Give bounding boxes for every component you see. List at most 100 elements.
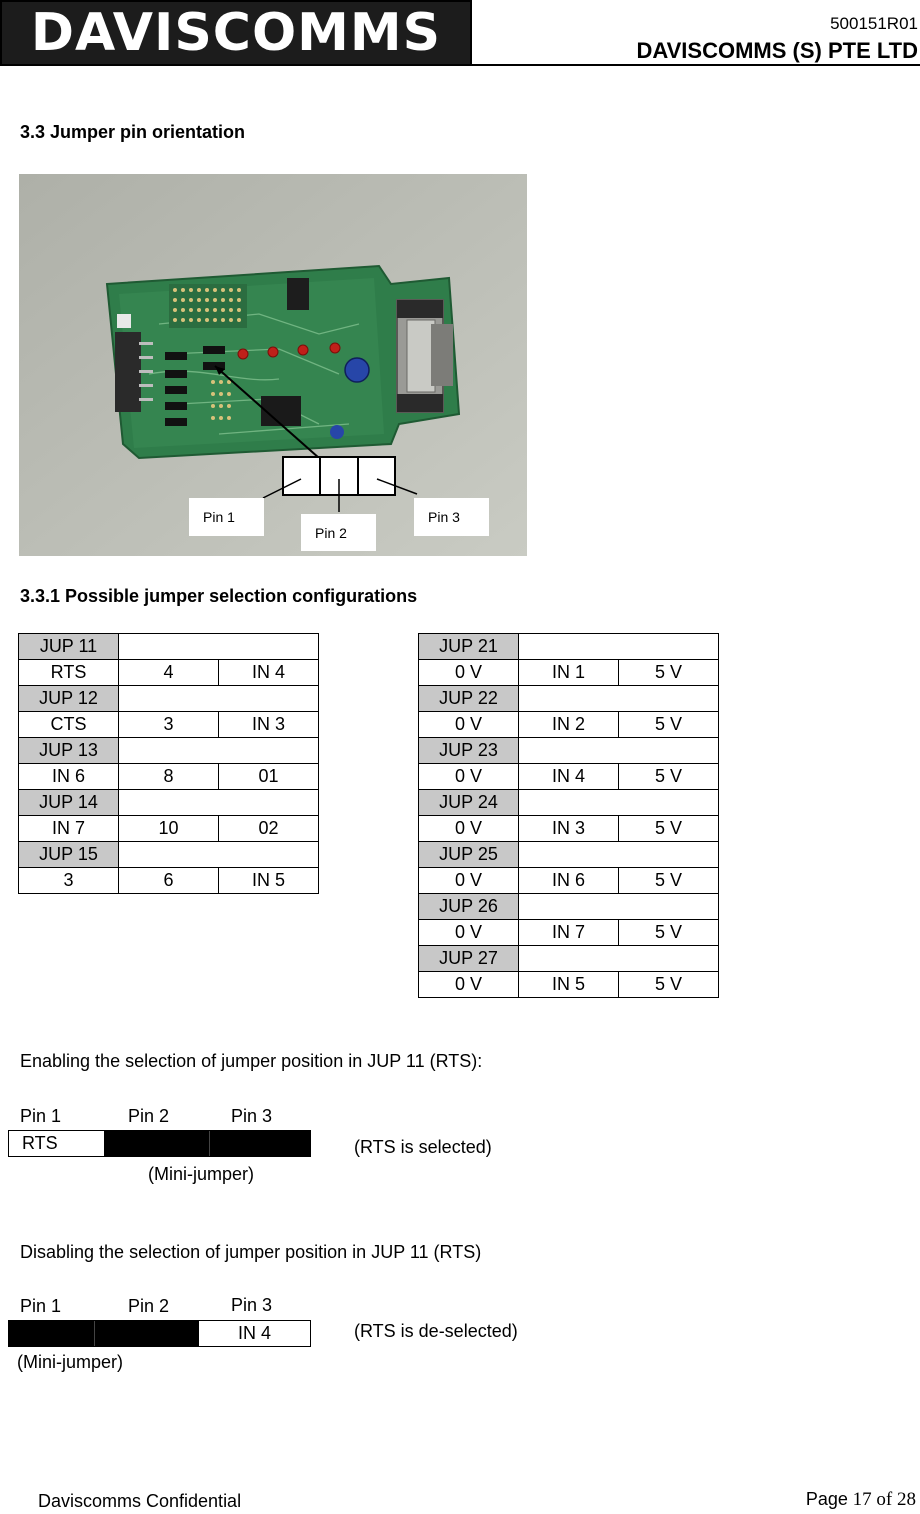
company-name: DAVISCOMMS (S) PTE LTD [636, 38, 918, 63]
right-header-row: JUP 27 [418, 945, 719, 972]
pin-2-value: 4 [118, 659, 219, 686]
right-header-row: JUP 23 [418, 737, 719, 764]
enable-pin2-jumper [105, 1131, 210, 1156]
pin-1-value: CTS [18, 711, 119, 738]
header-blank [518, 633, 719, 660]
disable-jumper-diagram: IN 4 [8, 1320, 311, 1347]
header-blank [118, 737, 319, 764]
right-header-row: JUP 25 [418, 841, 719, 868]
left-header-row: JUP 13 [18, 737, 319, 764]
pin-3-value: IN 3 [218, 711, 319, 738]
pin-1-value: 0 V [418, 867, 519, 894]
enable-pin3-jumper [210, 1131, 310, 1156]
page-of: of [876, 1489, 893, 1510]
pin-1-value: 0 V [418, 919, 519, 946]
section-title: 3.3 Jumper pin orientation [20, 122, 246, 142]
pin-1-value: RTS [18, 659, 119, 686]
pin-2-value: 10 [118, 815, 219, 842]
pin-3-value: 01 [218, 763, 319, 790]
subsection-title: 3.3.1 Possible jumper selection configur… [20, 586, 418, 606]
board-photo [19, 174, 527, 556]
enable-pin2-label: Pin 2 [128, 1106, 170, 1126]
pin-2-value: IN 3 [518, 815, 619, 842]
disable-note: (RTS is de-selected) [354, 1321, 518, 1341]
pin-1-value: IN 7 [18, 815, 119, 842]
enable-jumper-diagram: RTS [8, 1130, 311, 1157]
pin-3-value: 5 V [618, 763, 719, 790]
pin-2-value: IN 5 [518, 971, 619, 998]
enable-pin1-label: Pin 1 [20, 1106, 62, 1126]
left-header-row: JUP 12 [18, 685, 319, 712]
pin-3-value: 5 V [618, 659, 719, 686]
header-blank [518, 841, 719, 868]
pin-1-value: IN 6 [18, 763, 119, 790]
pin3-callout: Pin 3 [414, 498, 489, 536]
jumper-name: JUP 27 [418, 945, 519, 972]
header-rule [472, 64, 920, 66]
right-header-row: JUP 24 [418, 789, 719, 816]
page-word: Page [805, 1489, 848, 1509]
jumper-name: JUP 11 [18, 633, 119, 660]
jumper-name: JUP 22 [418, 685, 519, 712]
pin-3-value: 5 V [618, 919, 719, 946]
disable-pin3-cell: IN 4 [199, 1321, 310, 1346]
footer-page-number: Page 17 of 28 [806, 1489, 916, 1511]
disable-pin1-jumper [9, 1321, 95, 1346]
pin-1-value: 0 V [418, 659, 519, 686]
right-header-row: JUP 26 [418, 893, 719, 920]
right-header-row: JUP 21 [418, 633, 719, 660]
page-total: 28 [897, 1489, 916, 1510]
right-header-row: JUP 22 [418, 685, 719, 712]
pin-1-value: 0 V [418, 711, 519, 738]
jumper-name: JUP 13 [18, 737, 119, 764]
header-blank [518, 789, 719, 816]
pin-3-value: IN 5 [218, 867, 319, 894]
left-header-row: JUP 15 [18, 841, 319, 868]
disable-text: Disabling the selection of jumper positi… [20, 1242, 482, 1262]
pin1-callout: Pin 1 [189, 498, 264, 536]
disable-pin2-jumper [95, 1321, 199, 1346]
company-logo: DAVISCOMMS [0, 0, 472, 66]
pin-3-value: IN 4 [218, 659, 319, 686]
jumper-name: JUP 25 [418, 841, 519, 868]
pin-3-value: 5 V [618, 867, 719, 894]
header-blank [118, 685, 319, 712]
header-blank [518, 685, 719, 712]
header-blank [118, 633, 319, 660]
pcb-illustration [19, 174, 527, 556]
jumper-name: JUP 14 [18, 789, 119, 816]
enable-mini-jumper-label: (Mini-jumper) [148, 1164, 255, 1184]
jumper-name: JUP 26 [418, 893, 519, 920]
enable-note: (RTS is selected) [354, 1137, 492, 1157]
header-blank [518, 737, 719, 764]
pin-3-value: 5 V [618, 711, 719, 738]
header-blank [118, 841, 319, 868]
document-number: 500151R01 [830, 14, 918, 33]
pin-2-value: IN 4 [518, 763, 619, 790]
disable-pin1-label: Pin 1 [20, 1296, 62, 1316]
left-header-row: JUP 14 [18, 789, 319, 816]
pin-1-value: 3 [18, 867, 119, 894]
header-blank [518, 893, 719, 920]
pin-2-value: IN 2 [518, 711, 619, 738]
disable-pin2-label: Pin 2 [128, 1296, 170, 1316]
disable-pin3-label: Pin 3 [231, 1295, 273, 1315]
pin-1-value: 0 V [418, 971, 519, 998]
jumper-name: JUP 23 [418, 737, 519, 764]
pin-3-value: 5 V [618, 815, 719, 842]
pin-1-value: 0 V [418, 763, 519, 790]
header-blank [518, 945, 719, 972]
pin-2-value: 6 [118, 867, 219, 894]
enable-text: Enabling the selection of jumper positio… [20, 1051, 483, 1071]
